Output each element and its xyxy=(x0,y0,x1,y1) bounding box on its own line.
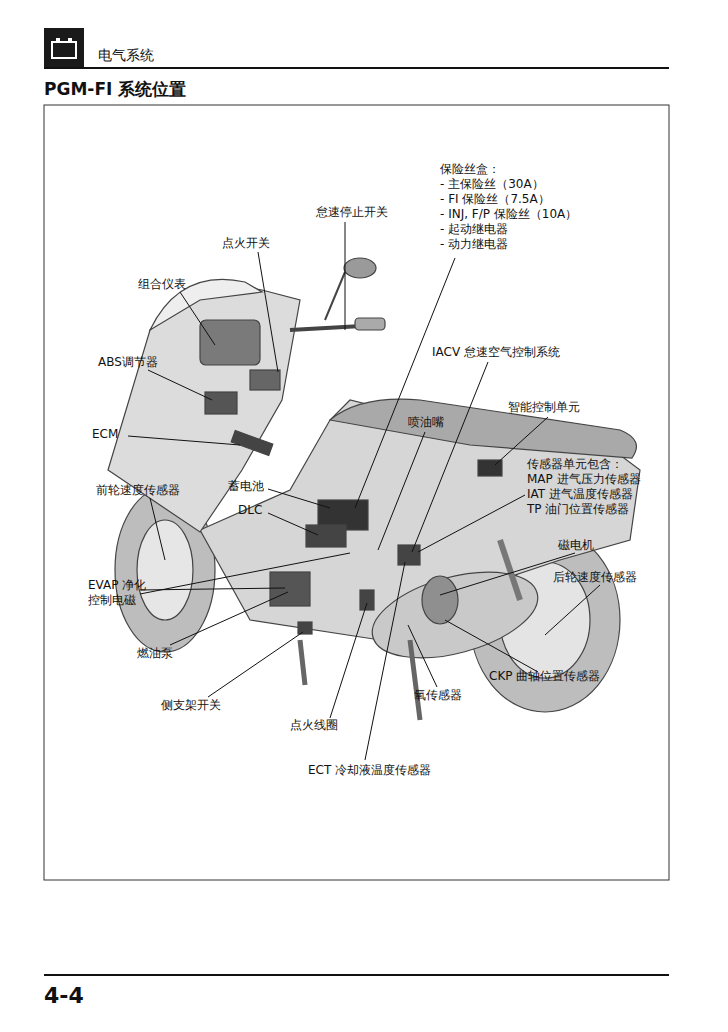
part-label: IAT 进气温度传感器 xyxy=(527,487,633,502)
leader-line xyxy=(148,370,212,400)
part-label: 怠速停止开关 xyxy=(316,205,388,220)
scooter-illustration xyxy=(270,572,310,606)
part-label: IACV 怠速空气控制系统 xyxy=(432,345,560,360)
scooter-illustration xyxy=(360,590,374,610)
leader-line xyxy=(408,625,437,687)
leader-line xyxy=(170,592,288,645)
leader-line xyxy=(268,489,330,508)
scooter-illustration xyxy=(330,399,636,458)
leader-line xyxy=(355,258,455,508)
leader-line xyxy=(365,562,405,760)
scooter-illustration xyxy=(137,520,193,620)
part-label: 燃油泵 xyxy=(137,646,173,661)
leader-line xyxy=(150,498,165,560)
part-label: 氧传感器 xyxy=(414,688,462,703)
leader-line xyxy=(412,362,488,552)
scooter-illustration xyxy=(500,540,520,600)
leader-line xyxy=(208,632,303,697)
scooter-illustration xyxy=(344,258,376,278)
scooter-illustration xyxy=(200,320,260,365)
part-label: 后轮速度传感器 xyxy=(553,570,637,585)
leader-line xyxy=(140,553,350,594)
scooter-illustration xyxy=(298,622,312,634)
page-title: PGM-FI 系统位置 xyxy=(44,79,186,99)
part-label: - 起动继电器 xyxy=(440,222,508,237)
part-label: MAP 进气压力传感器 xyxy=(527,472,641,487)
part-label: 组合仪表 xyxy=(138,277,186,292)
leader-line xyxy=(545,585,600,635)
part-label: 点火开关 xyxy=(222,236,270,251)
leader-line xyxy=(330,603,367,718)
part-label: 保险丝盒： xyxy=(440,162,500,177)
leader-line xyxy=(258,252,278,372)
leader-line xyxy=(180,292,215,345)
header-icon xyxy=(44,28,84,68)
part-label: 喷油嘴 xyxy=(408,415,444,430)
leader-line xyxy=(128,436,240,445)
part-label: ABS调节器 xyxy=(98,355,158,370)
scooter-illustration xyxy=(363,556,547,673)
part-label: TP 油门位置传感器 xyxy=(527,502,629,517)
scooter-illustration xyxy=(422,576,458,624)
part-label: CKP 曲轴位置传感器 xyxy=(489,669,600,684)
part-label: 侧支架开关 xyxy=(161,698,221,713)
part-label: - FI 保险丝（7.5A） xyxy=(440,192,550,207)
scooter-illustration xyxy=(300,640,305,685)
part-label: 磁电机 xyxy=(558,538,594,553)
section-header: 电气系统 xyxy=(98,46,154,64)
header-rule xyxy=(44,67,669,69)
scooter-illustration xyxy=(355,318,385,330)
part-label: 蓄电池 xyxy=(228,479,264,494)
scooter-illustration xyxy=(250,370,280,390)
scooter-illustration xyxy=(231,431,273,456)
part-label: - INJ, F/P 保险丝（10A） xyxy=(440,207,577,222)
leader-line xyxy=(268,513,318,535)
part-label: 前轮速度传感器 xyxy=(96,483,180,498)
scooter-illustration xyxy=(398,545,420,565)
page-number: 4-4 xyxy=(44,983,84,1009)
leader-line xyxy=(378,432,425,550)
header-icon xyxy=(44,28,84,68)
part-label: - 主保险丝（30A） xyxy=(440,177,544,192)
scooter-illustration xyxy=(205,392,237,414)
part-label: EVAP 净化 控制电磁 xyxy=(88,578,156,608)
leader-line xyxy=(418,495,525,552)
figure-frame xyxy=(44,105,669,880)
scooter-illustration xyxy=(325,272,345,320)
part-label: 智能控制单元 xyxy=(508,400,580,415)
part-label: ECM xyxy=(92,427,118,442)
part-label: 传感器单元包含： xyxy=(527,457,623,472)
leader-line xyxy=(445,620,538,672)
header-icon xyxy=(52,42,76,58)
scooter-illustration xyxy=(410,640,420,720)
scooter-illustration xyxy=(108,258,640,720)
leader-line xyxy=(345,222,346,330)
header-icon xyxy=(56,38,60,42)
part-label: - 动力继电器 xyxy=(440,237,508,252)
part-label: DLC xyxy=(238,503,262,518)
part-label: 点火线圈 xyxy=(290,718,338,733)
footer-rule xyxy=(44,974,669,976)
part-label: ECT 冷却液温度传感器 xyxy=(308,763,431,778)
scooter-illustration xyxy=(306,525,346,547)
header-icon xyxy=(68,38,72,42)
